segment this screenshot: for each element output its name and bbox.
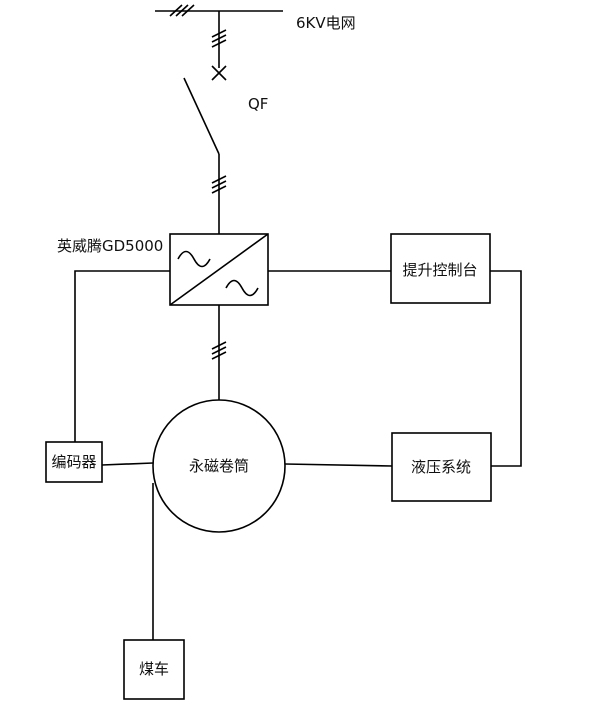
link-inverter-encoder	[74, 270, 170, 442]
encoder-box	[45, 441, 103, 483]
grid-label: 6KV电网	[296, 14, 356, 32]
feeder-top	[211, 11, 227, 68]
console-label: 提升控制台	[402, 261, 477, 279]
coal-cart-label: 煤车	[139, 660, 169, 678]
drum-circle	[152, 399, 286, 533]
inverter-label: 英威腾GD5000	[57, 237, 163, 255]
breaker-qf	[183, 65, 227, 155]
link-encoder-drum	[101, 462, 154, 466]
ac-input-wave-icon	[177, 250, 211, 268]
link-console-hydraulic	[490, 270, 522, 467]
hydraulic-label: 液压系统	[411, 458, 471, 476]
hydraulic-box	[391, 432, 492, 502]
breaker-label: QF	[248, 95, 268, 113]
ac-output-wave-icon	[225, 279, 259, 297]
inverter-box	[169, 233, 269, 306]
feeder-mid	[211, 154, 227, 234]
drum-label: 永磁卷筒	[189, 457, 249, 475]
encoder-label: 编码器	[51, 453, 96, 471]
console-box	[390, 233, 491, 304]
coal-cart-box	[123, 639, 185, 700]
link-drum-hydraulic	[284, 463, 393, 467]
feeder-drum	[211, 305, 227, 400]
